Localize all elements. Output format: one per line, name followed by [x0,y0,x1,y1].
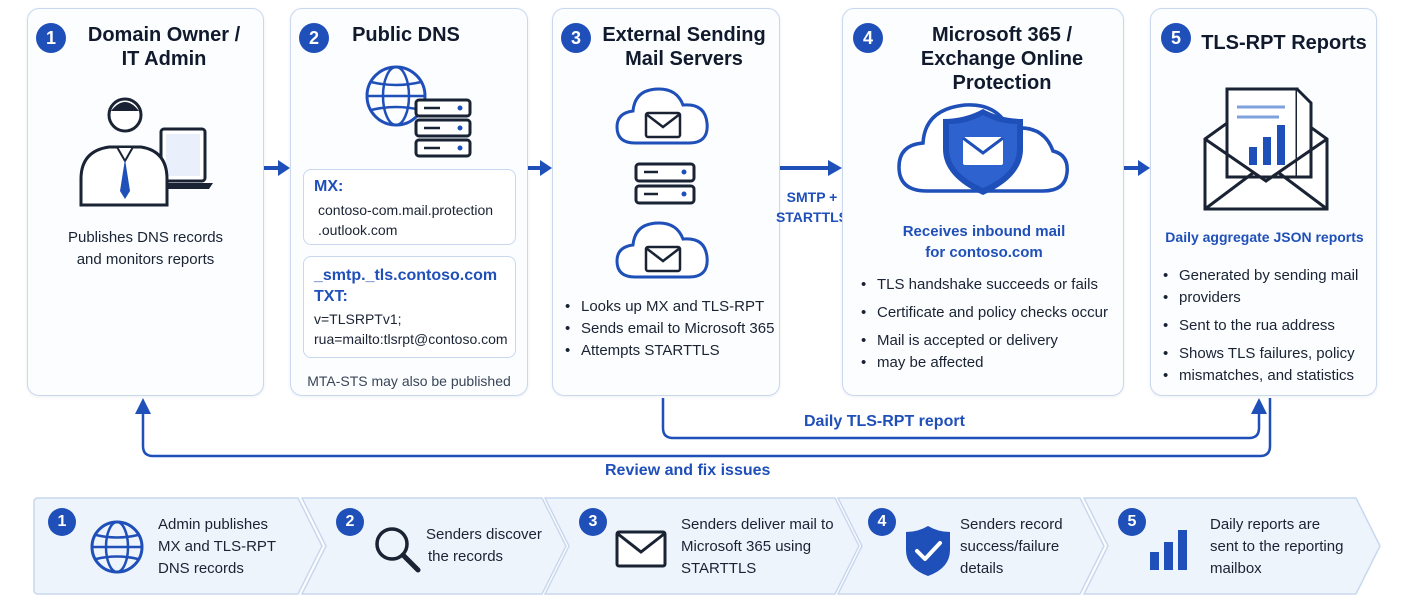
step-text: Admin publishes MX and TLS-RPT DNS recor… [158,516,277,577]
step-badge: 3 [579,508,607,536]
review-arrowhead [135,398,151,414]
step-badge: 4 [853,23,883,53]
arrow-3-to-4 [780,160,842,176]
tlsrpt-record-box: _smtp._tls.contoso.com TXT: v=TLSRPTv1; … [303,256,516,358]
cloud-mail-icon [615,87,709,145]
reports-subtitle: Daily aggregate JSON reports [1165,229,1364,245]
panel-description: Publishes DNS records and monitors repor… [67,229,224,268]
magnifier-icon [375,527,421,573]
step-text: Senders discover the records [426,526,542,565]
panel-microsoft-365: 4 Microsoft 365 / Exchange Online Protec… [842,8,1124,396]
admin-laptop-icon [79,97,213,207]
bar-chart-icon [1150,530,1187,570]
step-chevron-4: 4 Senders record success/failure details [836,496,1106,596]
panel-title: TLS-RPT Reports [1201,32,1367,54]
envelope-icon [615,530,667,568]
reports-bullets: Generated by sending mail providers Sent… [1161,265,1375,387]
globe-icon [90,520,144,574]
mx-record-box: MX: contoso-com.mail.protection .outlook… [303,169,516,245]
step-text: Senders deliver mail to Microsoft 365 us… [681,516,834,577]
step-badge: 1 [36,23,66,53]
panel-domain-owner: 1 Domain Owner / IT Admin Publishes DNS … [27,8,264,396]
smtp-starttls-label: SMTP + STARTTLS [775,189,849,225]
mta-sts-note: MTA-STS may also be published [307,373,511,389]
arrow-4-to-5 [1124,160,1150,176]
arrow-1-to-2 [264,160,290,176]
panel-public-dns: 2 Public DNS MX: contoso-com.mail.protec… [290,8,528,396]
server-icon [634,162,696,205]
daily-report-arrowhead [1251,398,1267,414]
cloud-mail-icon [615,221,709,279]
panel-title: External Sending Mail Servers [602,24,766,70]
step-chevron-2: 2 Senders discover the records [300,496,568,596]
panel-title: Domain Owner / IT Admin [87,24,241,70]
panel-tlsrpt-reports: 5 TLS-RPT Reports Daily aggregate JSON r… [1150,8,1377,396]
panel-external-senders: 3 External Sending Mail Servers Looks up… [552,8,780,396]
tlsrpt-value: v=TLSRPTv1; rua=mailto:tlsrpt@contoso.co… [314,311,508,347]
step-chevron-1: 1 Admin publishes MX and TLS-RPT DNS rec… [32,496,324,596]
step-text: Daily reports are sent to the reporting … [1210,516,1344,577]
m365-bullets: TLS handshake succeeds or fails Certific… [859,274,1121,374]
step-badge: 2 [336,508,364,536]
tlsrpt-label: _smtp._tls.contoso.com TXT: [314,267,498,305]
shield-mail-cloud-icon [897,103,1069,195]
panel-title: Public DNS [352,24,460,46]
globe-icon [365,65,427,127]
step-badge: 2 [299,23,329,53]
report-envelope-icon [1203,87,1329,211]
daily-report-line [661,398,1261,440]
step-badge: 1 [48,508,76,536]
step-chevron-5: 5 Daily reports are sent to the reportin… [1082,496,1382,596]
daily-report-label: Daily TLS-RPT report [804,413,965,430]
server-icon [414,98,472,158]
panel-title: Microsoft 365 / Exchange Online Protecti… [920,24,1084,94]
shield-check-icon [906,526,950,576]
arrow-2-to-3 [528,160,552,176]
step-badge: 3 [561,23,591,53]
review-label: Review and fix issues [605,462,771,479]
step-text: Senders record success/failure details [960,516,1063,577]
mx-value: contoso-com.mail.protection .outlook.com [318,202,494,238]
review-loop-line [141,398,1272,458]
mx-label: MX: [314,178,344,195]
step-badge: 4 [868,508,896,536]
m365-subtitle: Receives inbound mail for contoso.com [902,223,1066,261]
step-badge: 5 [1118,508,1146,536]
step-chevron-3: 3 Senders deliver mail to Microsoft 365 … [543,496,861,596]
step-badge: 5 [1161,23,1191,53]
sender-bullets: Looks up MX and TLS-RPT Sends email to M… [563,296,777,362]
